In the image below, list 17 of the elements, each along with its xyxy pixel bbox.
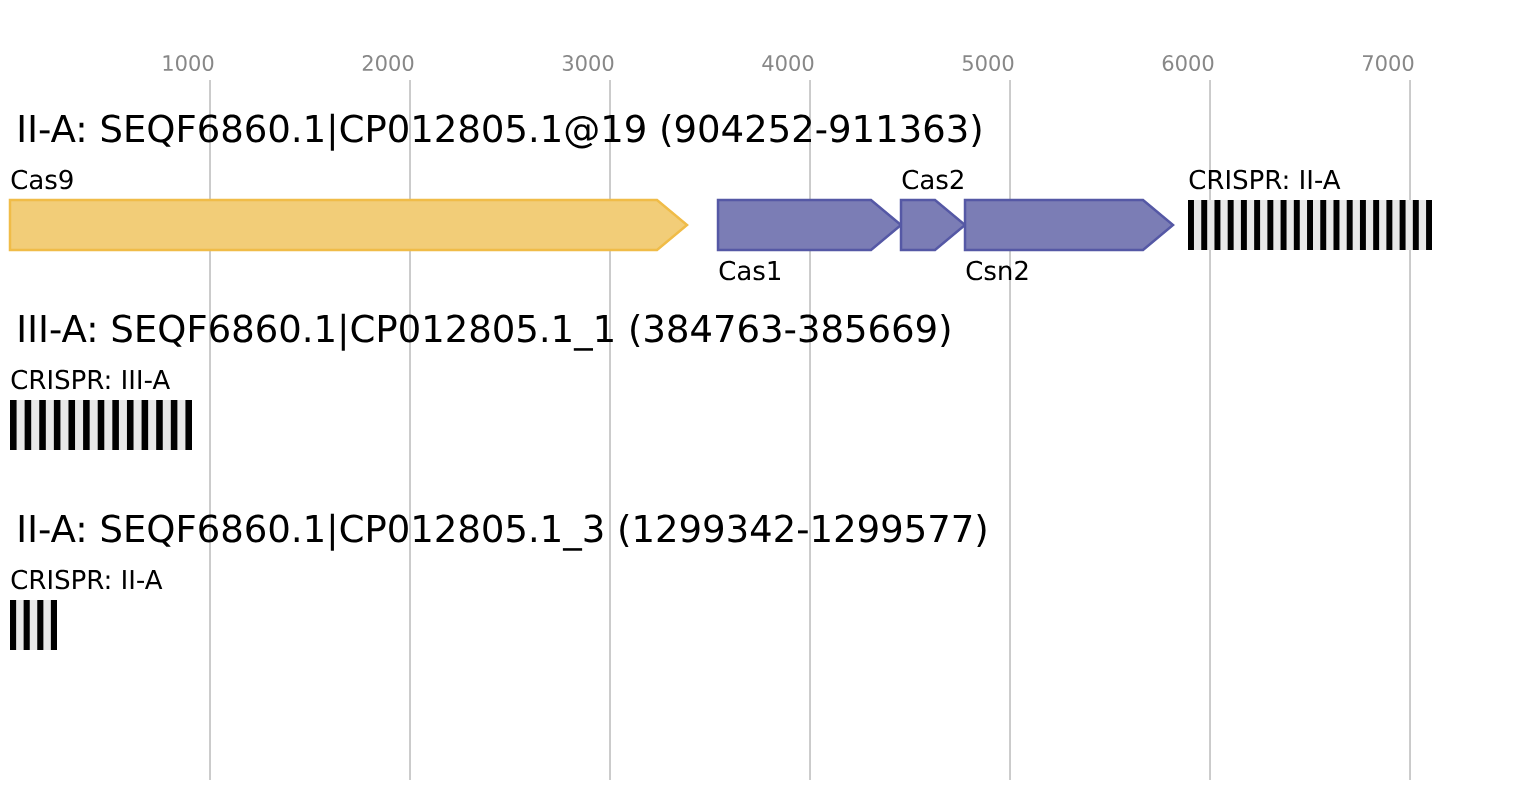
axis-tick-label: 6000 — [1162, 55, 1214, 71]
gene-label: Cas9 — [11, 169, 73, 190]
array-label: CRISPR: II-A — [1189, 169, 1341, 190]
axis-tick-label: 2000 — [362, 55, 414, 71]
gene-label: Csn2 — [966, 260, 1028, 281]
track-title: III-A: SEQF6860.1|CP012805.1_1 (384763-385669) — [19, 313, 950, 351]
axis-tick-label: 3000 — [562, 55, 614, 71]
axis-tick-label: 4000 — [762, 55, 814, 71]
axis-tick-label: 1000 — [163, 55, 214, 71]
track-title: II-A: SEQF6860.1|CP012805.1@19 (904252-911363) — [19, 113, 981, 151]
track-title: II-A: SEQF6860.1|CP012805.1_3 (1299342-1299577) — [19, 513, 986, 551]
array-label: CRISPR: III-A — [11, 369, 170, 390]
gene-label: Cas2 — [902, 169, 963, 190]
gene-label: Cas1 — [719, 260, 780, 281]
axis-tick-label: 5000 — [962, 55, 1014, 71]
axis-tick-label: 7000 — [1363, 55, 1414, 71]
array-label: CRISPR: II-A — [11, 569, 163, 590]
